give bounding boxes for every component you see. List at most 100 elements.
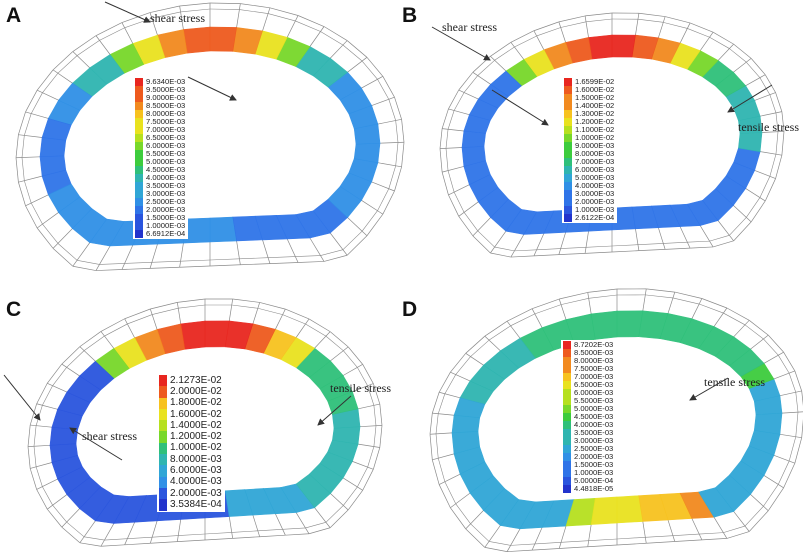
- mesh-strut: [179, 243, 184, 268]
- mesh-strut: [450, 492, 471, 509]
- mesh-edge: [795, 412, 799, 437]
- legend-label: 8.5000E-03: [574, 348, 614, 358]
- legend-label: 3.0000E-03: [574, 436, 614, 446]
- mesh-edge: [25, 90, 38, 113]
- mesh-edge: [180, 8, 211, 13]
- mesh-strut: [228, 298, 234, 322]
- mesh-edge: [150, 302, 178, 310]
- legend-swatch: [159, 442, 167, 455]
- legend-row: 1.0000E-03: [564, 206, 614, 214]
- mesh-strut: [465, 510, 484, 530]
- legend-row: 1.6599E-02: [564, 78, 614, 86]
- legend-swatch: [564, 86, 572, 94]
- legend-row: 7.5000E-03: [135, 118, 185, 126]
- legend-row: 1.4000E-02: [564, 102, 614, 110]
- legend-swatch: [159, 476, 167, 488]
- mesh-strut: [18, 134, 43, 138]
- mesh-edge: [179, 265, 211, 268]
- mesh-edge: [447, 110, 455, 130]
- legend-swatch: [135, 134, 143, 142]
- mesh-strut: [176, 302, 182, 324]
- legend-swatch: [135, 198, 143, 206]
- mesh-strut: [330, 493, 349, 511]
- tunnel-lining-model: [429, 288, 803, 552]
- mesh-strut: [584, 15, 589, 38]
- mesh-edge: [448, 89, 460, 110]
- legend-label: 7.5000E-03: [574, 364, 614, 374]
- legend-row: 5.0000E-03: [135, 158, 185, 166]
- mesh-strut: [379, 141, 405, 144]
- mesh-strut: [779, 433, 802, 439]
- mesh-edge: [484, 547, 508, 552]
- legend-label: 6.0000E-03: [146, 141, 186, 151]
- mesh-edge: [377, 188, 390, 211]
- legend-label: 7.0000E-03: [146, 125, 186, 135]
- mesh-edge: [458, 72, 474, 91]
- mesh-edge: [209, 264, 241, 267]
- mesh-strut: [36, 403, 58, 410]
- mesh-edge: [712, 240, 734, 248]
- mesh-strut: [72, 242, 91, 267]
- mesh-edge: [585, 251, 613, 254]
- mesh-edge: [763, 338, 779, 356]
- mesh-edge: [788, 373, 797, 393]
- mesh-strut: [442, 166, 464, 173]
- mesh-strut: [472, 72, 491, 85]
- mesh-strut: [458, 201, 479, 217]
- legend-swatch: [135, 94, 143, 102]
- mesh-edge: [61, 346, 81, 365]
- legend-row: 1.4000E-02: [159, 420, 222, 432]
- mesh-edge: [759, 176, 771, 198]
- mesh-edge: [477, 60, 495, 76]
- mesh-edge: [672, 533, 700, 536]
- legend-row: 4.0000E-03: [159, 476, 222, 488]
- mesh-edge: [24, 113, 32, 136]
- mesh-strut: [100, 331, 115, 349]
- mesh-edge: [308, 318, 331, 332]
- mesh-strut: [149, 520, 158, 544]
- mesh-edge: [373, 447, 381, 470]
- mesh-edge: [209, 258, 240, 261]
- legend-label: 4.4818E-05: [574, 484, 614, 494]
- legend-row: 6.6912E-04: [135, 230, 185, 238]
- mesh-edge: [127, 536, 153, 539]
- mesh-strut: [100, 523, 115, 547]
- mesh-edge: [342, 230, 363, 250]
- mesh-edge: [257, 529, 283, 532]
- mesh-strut: [61, 363, 80, 377]
- mesh-strut: [25, 194, 49, 207]
- mesh-strut: [760, 151, 782, 156]
- mesh-edge: [431, 392, 440, 414]
- legend-row: 3.0000E-03: [564, 190, 614, 198]
- legend-label: 1.6000E-02: [575, 85, 615, 95]
- legend-label: 6.6912E-04: [146, 229, 186, 239]
- tensile-stress-label: tensile stress: [704, 375, 765, 389]
- mesh-edge: [297, 15, 325, 27]
- mesh-edge: [367, 385, 375, 406]
- mesh-edge: [36, 69, 54, 91]
- mesh-edge: [709, 235, 730, 242]
- mesh-strut: [79, 346, 96, 362]
- mesh-edge: [100, 544, 125, 547]
- legend-swatch: [563, 405, 571, 413]
- legend-label: 3.0000E-03: [146, 189, 186, 199]
- legend-row: 5.0000E-03: [564, 174, 614, 182]
- legend-swatch: [564, 142, 572, 150]
- mesh-edge: [733, 221, 752, 242]
- mesh-edge: [536, 248, 561, 251]
- legend-swatch: [135, 158, 143, 166]
- mesh-edge: [560, 246, 587, 249]
- legend-label: 6.0000E-03: [575, 165, 615, 175]
- legend-row: 9.6340E-03: [135, 78, 185, 86]
- legend-row: 2.6122E-04: [564, 214, 614, 222]
- stress-contour: [461, 34, 763, 235]
- mesh-edge: [99, 263, 125, 265]
- mesh-edge: [343, 350, 358, 368]
- mesh-edge: [127, 314, 153, 325]
- mesh-edge: [611, 244, 638, 247]
- mesh-edge: [15, 134, 19, 158]
- mesh-strut: [95, 35, 111, 55]
- mesh-strut: [429, 432, 453, 435]
- mesh-strut: [52, 69, 73, 84]
